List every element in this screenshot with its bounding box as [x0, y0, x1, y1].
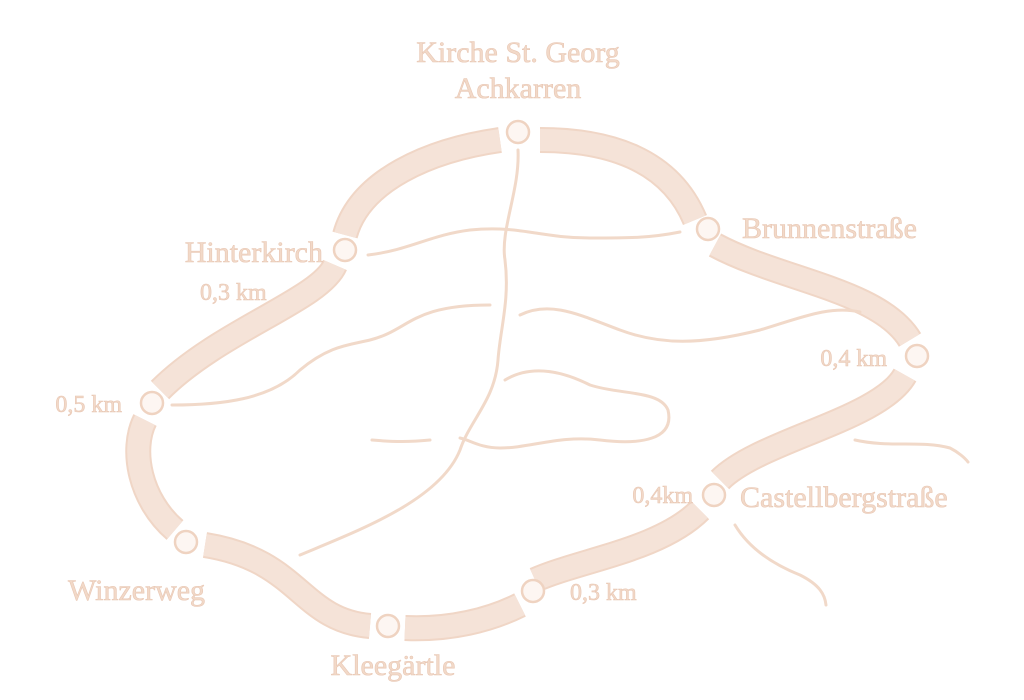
- stop-winzerweg[interactable]: [173, 529, 199, 555]
- streets: [170, 148, 970, 607]
- street-path: [518, 307, 862, 343]
- label-distance-hinterkirch: 0,3 km: [200, 280, 267, 306]
- stop-kleegaertle[interactable]: [375, 613, 401, 639]
- street-path: [370, 438, 432, 443]
- label-castellbergstrasse: Castellbergstraße: [740, 481, 948, 514]
- street-path: [366, 227, 682, 257]
- stops: [139, 119, 930, 639]
- street-path: [458, 369, 671, 450]
- street-path: [170, 303, 492, 407]
- stop-kirche-st-georg[interactable]: [505, 119, 531, 145]
- label-brunnenstrasse: Brunnenstraße: [742, 212, 917, 245]
- stop-right[interactable]: [904, 343, 930, 369]
- label-distance-castell: 0,4km: [632, 483, 693, 509]
- stop-hinterkirch[interactable]: [332, 237, 358, 263]
- label-winzerweg: Winzerweg: [68, 574, 205, 607]
- label-distance-right: 0,4 km: [820, 346, 887, 372]
- street-path: [853, 438, 970, 464]
- route-bands: [127, 129, 920, 640]
- label-distance-left: 0,5 km: [55, 392, 122, 418]
- labels: Kirche St. Georg Achkarren Brunnenstraße…: [55, 36, 948, 683]
- street-path: [733, 523, 828, 607]
- label-distance-bottom: 0,3 km: [570, 580, 637, 606]
- stop-bottom[interactable]: [520, 578, 546, 604]
- stop-castellbergstrasse[interactable]: [701, 482, 727, 508]
- label-kirche-line2: Achkarren: [455, 72, 582, 105]
- label-hinterkirch: Hinterkirch: [185, 236, 323, 269]
- stop-left[interactable]: [139, 390, 165, 416]
- label-kleegaertle: Kleegärtle: [331, 649, 456, 682]
- route-loop: [125, 127, 922, 642]
- street-path: [298, 148, 520, 557]
- label-kirche-line1: Kirche St. Georg: [416, 36, 620, 69]
- stop-brunnenstrasse[interactable]: [695, 216, 721, 242]
